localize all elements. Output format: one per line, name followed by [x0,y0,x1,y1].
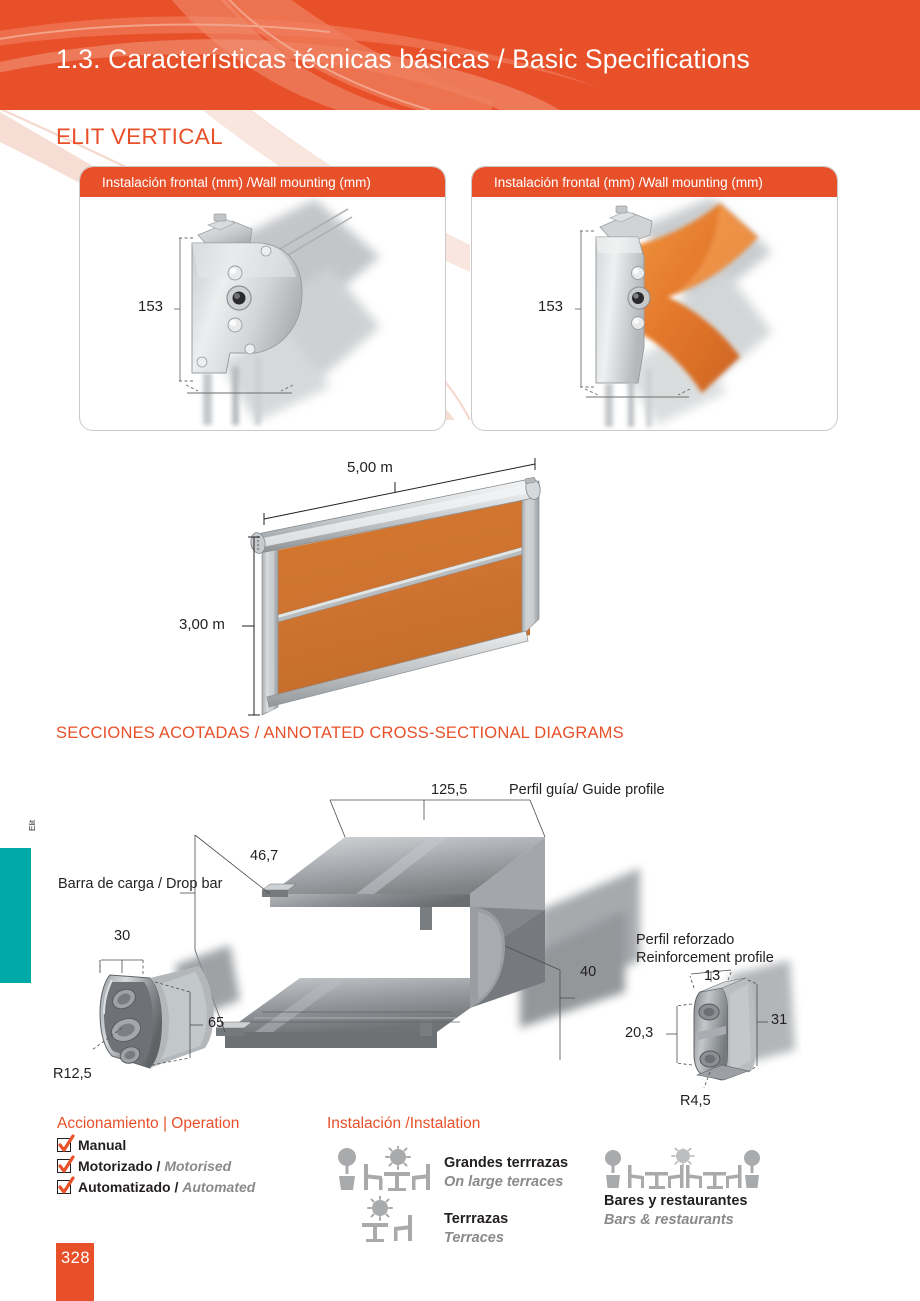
page-number: 328 [61,1249,91,1267]
reinforcement-profile-label-en: Reinforcement profile [636,950,774,966]
operation-item-manual[interactable]: Manual [57,1134,127,1153]
mounting-box-frontal-114: Instalación frontal (mm) /Wall mounting … [79,166,446,431]
page-header-band: 1.3. Características técnicas básicas / … [0,0,920,110]
operation-item-label-en: Motorised [164,1158,232,1174]
large-terrace-caption: Grandes terrrazas On large terraces [444,1154,568,1192]
mounting-box-header: Instalación frontal (mm) /Wall mounting … [80,167,445,197]
large-terrace-caption-es: Grandes terrrazas [444,1155,569,1171]
cross-section-diagrams: Perfil guía/ Guide profile 125,5 46,7 40… [0,760,920,1120]
bar-restaurant-caption: Bares y restaurantes Bars & restaurants [604,1192,747,1230]
drop-bar-width-dimension: 30 [114,928,131,944]
header-swirl-decoration [0,0,600,110]
page-title: 1.3. Características técnicas básicas / … [56,44,750,74]
operation-item-automated[interactable]: Automatizado / Automated [57,1176,256,1195]
mounting-box-header: Instalación frontal (mm) /Wall mounting … [472,167,837,197]
guide-profile-depth-dimension: 40 [580,964,597,980]
page-number-box [56,1243,94,1301]
checkbox-checked-icon[interactable] [57,1155,75,1173]
bar-restaurant-caption-es: Bares y restaurantes [604,1193,748,1209]
bar-restaurant-caption-en: Bars & restaurants [604,1212,734,1228]
terrace-icon [358,1195,422,1251]
guide-profile-label: Perfil guía/ Guide profile [509,782,665,798]
terrace-caption-en: Terraces [444,1230,504,1246]
operation-item-label-es: Automatizado [78,1179,171,1195]
awning-overview-diagram: 5,00 m 3,00 m [170,445,600,730]
reinforcement-depth-dimension: 31 [771,1012,788,1028]
checkbox-checked-icon[interactable] [57,1176,75,1194]
mounting-box-diagram: 153 [472,197,837,430]
mounting-height-dimension: 153 [138,298,164,315]
bar-restaurant-icon [602,1144,762,1201]
drop-bar-height-dimension: 65 [208,1015,225,1031]
reinforcement-width-dimension: 13 [704,968,721,984]
large-terrace-icon [334,1144,442,1203]
terrace-caption: Terrrazas Terraces [444,1210,508,1248]
reinforcement-profile-label-es: Perfil reforzado [636,932,735,948]
side-tab-marker [0,848,31,983]
cross-section-heading: SECCIONES ACOTADAS / ANNOTATED CROSS-SEC… [56,724,624,742]
awning-width-dimension: 5,00 m [347,459,393,476]
guide-profile-width-dimension: 125,5 [431,782,468,798]
large-terrace-caption-en: On large terraces [444,1174,564,1190]
terrace-caption-es: Terrrazas [444,1211,509,1227]
product-title: ELIT VERTICAL [56,124,223,149]
reinforcement-radius-dimension: R4,5 [680,1093,711,1109]
reinforcement-height-dimension: 20,3 [625,1025,654,1041]
mounting-height-dimension: 153 [538,298,564,315]
operation-item-label-es: Manual [78,1137,127,1153]
awning-height-dimension: 3,00 m [179,616,225,633]
mounting-box-diagram: 153 [80,197,445,430]
operation-item-label-en: Automated [182,1179,256,1195]
operation-block-title: Accionamiento | Operation [57,1115,240,1132]
mounting-box-frontal-104: Instalación frontal (mm) /Wall mounting … [471,166,838,431]
operation-item-label-es: Motorizado [78,1158,153,1174]
drop-bar-radius-dimension: R12,5 [53,1066,92,1082]
drop-bar-label: Barra de carga / Drop bar [58,876,223,892]
guide-profile-height-dimension: 46,7 [250,848,279,864]
checkbox-checked-icon[interactable] [57,1134,75,1152]
installation-block-title: Instalación /Instalation [327,1115,481,1132]
operation-item-motorised[interactable]: Motorizado / Motorised [57,1155,232,1174]
